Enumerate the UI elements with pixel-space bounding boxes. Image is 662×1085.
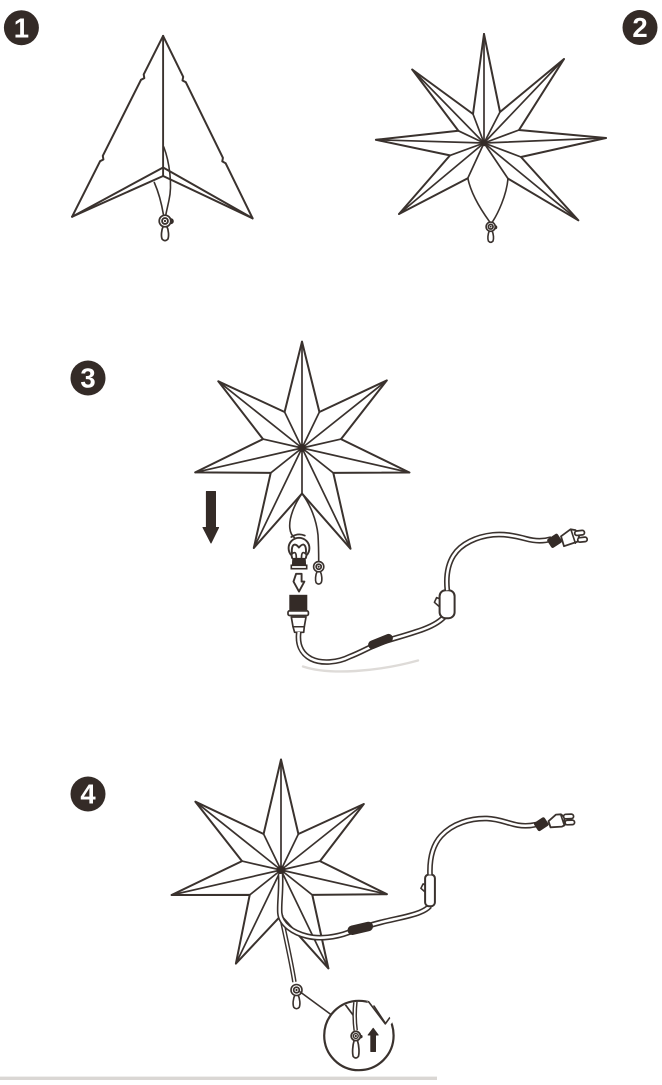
- svg-text:3: 3: [80, 363, 95, 394]
- svg-text:4: 4: [80, 779, 96, 810]
- svg-text:1: 1: [14, 12, 29, 43]
- svg-text:2: 2: [632, 12, 647, 43]
